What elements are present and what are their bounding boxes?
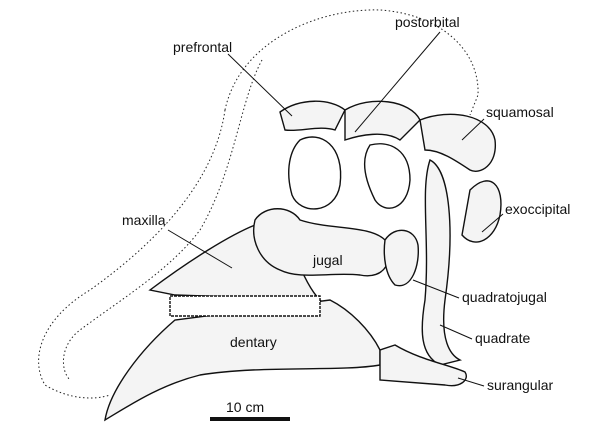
exoccipital-bone xyxy=(461,180,502,243)
postorbital-bone xyxy=(344,100,421,141)
surangular-bone xyxy=(379,344,467,387)
temporal-fenestra xyxy=(363,143,411,209)
skull-bones xyxy=(104,100,502,422)
jugal-bone xyxy=(253,208,390,277)
label-quadrate: quadrate xyxy=(475,330,530,346)
reconstructed-outline xyxy=(38,9,479,399)
leader-lines xyxy=(167,31,504,387)
label-prefrontal: prefrontal xyxy=(173,39,232,55)
label-dentary: dentary xyxy=(230,334,277,350)
label-postorbital: postorbital xyxy=(395,14,460,30)
quadratojugal-bone xyxy=(383,229,419,287)
label-exoccipital: exoccipital xyxy=(505,201,570,217)
label-jugal: jugal xyxy=(312,252,343,268)
squamosal-bone xyxy=(419,113,496,172)
scale-bar xyxy=(210,417,290,421)
label-maxilla: maxilla xyxy=(122,212,166,228)
prefrontal-bone xyxy=(279,100,346,132)
label-surangular: surangular xyxy=(487,377,553,393)
scale-bar-label: 10 cm xyxy=(226,399,264,415)
quadrate-bone xyxy=(421,159,463,366)
label-quadratojugal: quadratojugal xyxy=(462,289,547,305)
orbit xyxy=(288,136,342,210)
tooth-battery xyxy=(169,295,321,317)
label-squamosal: squamosal xyxy=(486,104,554,120)
